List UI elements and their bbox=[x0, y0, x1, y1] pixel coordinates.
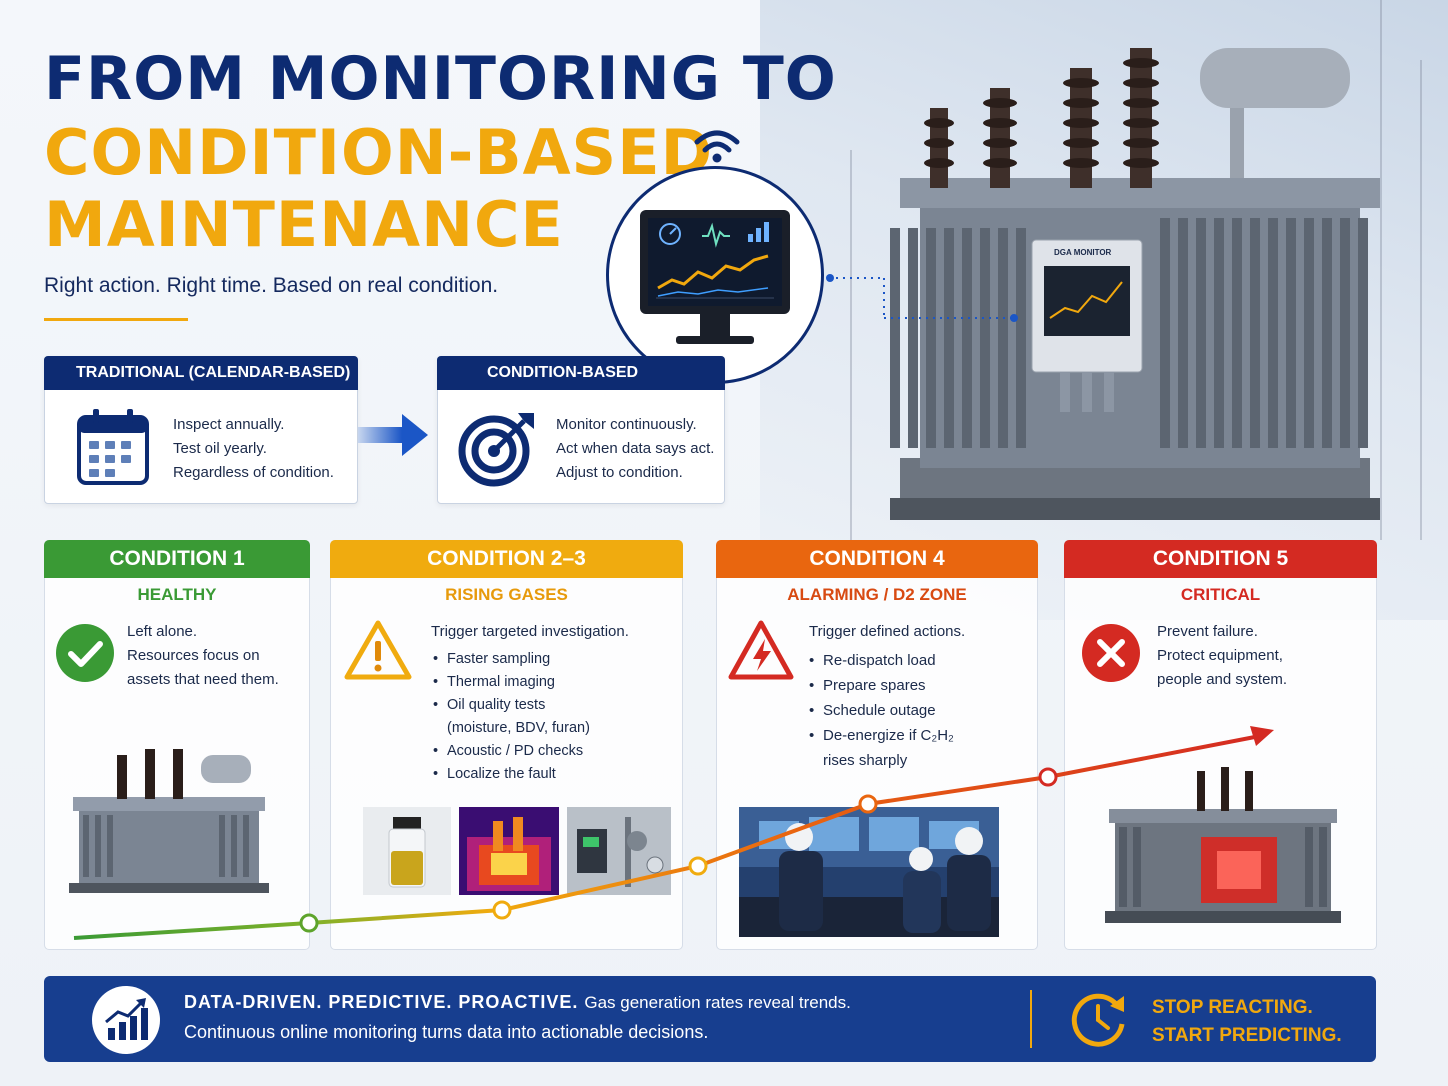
bullet-item: Prepare spares bbox=[809, 673, 954, 698]
bullet-item: Re-dispatch load bbox=[809, 648, 954, 673]
condition-5-line: Protect equipment, bbox=[1157, 647, 1283, 664]
title-underline bbox=[44, 318, 188, 321]
x-icon bbox=[1082, 624, 1140, 682]
condition-based-line: Adjust to condition. bbox=[556, 464, 683, 481]
bullet-item: Acoustic / PD checks bbox=[433, 740, 590, 763]
condition-5-line: Prevent failure. bbox=[1157, 623, 1258, 640]
dga-monitor-label: DGA MONITOR bbox=[1054, 248, 1112, 257]
condition-trend-line bbox=[73, 726, 1274, 940]
trend-point bbox=[858, 794, 878, 814]
banner-headline-rest: Gas generation rates reveal trends. bbox=[584, 993, 851, 1012]
condition-based-heading: CONDITION-BASED bbox=[437, 356, 725, 390]
condition-1-heading: CONDITION 1 bbox=[44, 540, 310, 578]
condition-based-line: Act when data says act. bbox=[556, 440, 715, 457]
bullet-item: Localize the fault bbox=[433, 763, 590, 786]
title-line-1: FROM MONITORING TO bbox=[44, 44, 837, 114]
condition-based-line: Monitor continuously. bbox=[556, 416, 697, 433]
traditional-line: Inspect annually. bbox=[173, 416, 285, 433]
check-icon bbox=[56, 624, 114, 682]
pylon-line bbox=[1380, 0, 1382, 540]
traditional-line: Test oil yearly. bbox=[173, 440, 267, 457]
condition-4-intro: Trigger defined actions. bbox=[809, 623, 966, 640]
banner-headline-strong: DATA-DRIVEN. PREDICTIVE. PROACTIVE. bbox=[184, 992, 579, 1012]
wifi-icon bbox=[694, 130, 740, 163]
condition-2-3-intro: Trigger targeted investigation. bbox=[431, 623, 629, 640]
bullet-item: Oil quality tests bbox=[433, 694, 590, 717]
condition-1-line: assets that need them. bbox=[127, 671, 279, 688]
electrical-hazard-icon bbox=[728, 620, 794, 680]
condition-based-text: Monitor continuously. Act when data says… bbox=[556, 413, 714, 485]
condition-1-text: Left alone. Resources focus on assets th… bbox=[127, 620, 279, 692]
banner-description: Continuous online monitoring turns data … bbox=[184, 1022, 709, 1042]
growth-chart-icon bbox=[105, 998, 148, 1040]
title-line-2: CONDITION-BASED bbox=[44, 116, 714, 189]
monitor-dashboard-icon bbox=[640, 210, 790, 344]
trend-point bbox=[299, 913, 319, 933]
condition-2-3-heading: CONDITION 2–3 bbox=[330, 540, 683, 578]
banner-divider bbox=[1030, 990, 1032, 1048]
banner-cta-line-1: STOP REACTING. bbox=[1152, 997, 1313, 1018]
condition-5-heading: CONDITION 5 bbox=[1064, 540, 1377, 578]
condition-card-1: CONDITION 1 HEALTHY Left alone. Resource… bbox=[44, 540, 310, 950]
banner-cta-line-2: START PREDICTING. bbox=[1152, 1025, 1342, 1046]
healthy-transformer-image bbox=[69, 749, 269, 893]
condition-2-3-status: RISING GASES bbox=[445, 585, 568, 604]
subtitle: Right action. Right time. Based on real … bbox=[44, 274, 499, 297]
condition-1-line: Resources focus on bbox=[127, 647, 260, 664]
oil-sample-image bbox=[363, 807, 451, 895]
dotted-connector bbox=[826, 274, 1018, 322]
trend-point bbox=[1038, 767, 1058, 787]
condition-2-3-bullets: Faster sampling Thermal imaging Oil qual… bbox=[433, 648, 590, 786]
condition-based-box: CONDITION-BASED Monitor continuously. Ac… bbox=[437, 356, 725, 504]
bullet-item: Thermal imaging bbox=[433, 671, 590, 694]
traditional-line: Regardless of condition. bbox=[173, 464, 334, 481]
condition-1-status: HEALTHY bbox=[137, 585, 217, 604]
condition-5-status: CRITICAL bbox=[1180, 585, 1261, 604]
bottom-banner bbox=[44, 976, 1376, 1062]
trend-point bbox=[688, 856, 708, 876]
traditional-text: Inspect annually. Test oil yearly. Regar… bbox=[173, 413, 334, 485]
pylon-line bbox=[1420, 60, 1422, 540]
trend-point bbox=[492, 900, 512, 920]
bullet-item: Faster sampling bbox=[433, 648, 590, 671]
clock-arrow-icon bbox=[1071, 993, 1125, 1047]
condition-card-2-3: CONDITION 2–3 RISING GASES Trigger targe… bbox=[330, 540, 683, 950]
bullet-item: Schedule outage bbox=[809, 698, 954, 723]
thermal-imaging-image bbox=[459, 807, 559, 895]
target-icon bbox=[458, 413, 534, 487]
calendar-icon bbox=[77, 409, 149, 485]
condition-1-line: Left alone. bbox=[127, 623, 198, 640]
traditional-heading: TRADITIONAL (CALENDAR-BASED) bbox=[44, 356, 358, 390]
pd-check-equipment-image bbox=[567, 807, 671, 895]
title-line-3: MAINTENANCE bbox=[44, 188, 564, 261]
arrow-right-icon bbox=[358, 414, 428, 456]
traditional-box: TRADITIONAL (CALENDAR-BASED) Inspect ann… bbox=[44, 356, 358, 504]
banner-cta: STOP REACTING. START PREDICTING. bbox=[1152, 994, 1342, 1050]
bullet-note: rises sharply bbox=[823, 752, 908, 769]
condition-4-heading: CONDITION 4 bbox=[716, 540, 1038, 578]
pylon-line bbox=[850, 150, 852, 540]
warning-icon bbox=[344, 620, 412, 680]
condition-4-status: ALARMING / D2 ZONE bbox=[787, 585, 967, 604]
banner-headline: DATA-DRIVEN. PREDICTIVE. PROACTIVE. Gas … bbox=[184, 992, 851, 1013]
growth-chart-icon-badge bbox=[92, 986, 160, 1054]
condition-5-text: Prevent failure. Protect equipment, peop… bbox=[1157, 620, 1287, 692]
bullet-note: (moisture, BDV, furan) bbox=[447, 720, 590, 736]
condition-5-line: people and system. bbox=[1157, 671, 1288, 688]
condition-4-bullets: Re-dispatch load Prepare spares Schedule… bbox=[809, 648, 954, 773]
bullet-item: De-energize if C₂H₂ bbox=[809, 723, 954, 748]
failing-transformer-image bbox=[1105, 767, 1341, 923]
transformer-illustration bbox=[890, 48, 1380, 520]
